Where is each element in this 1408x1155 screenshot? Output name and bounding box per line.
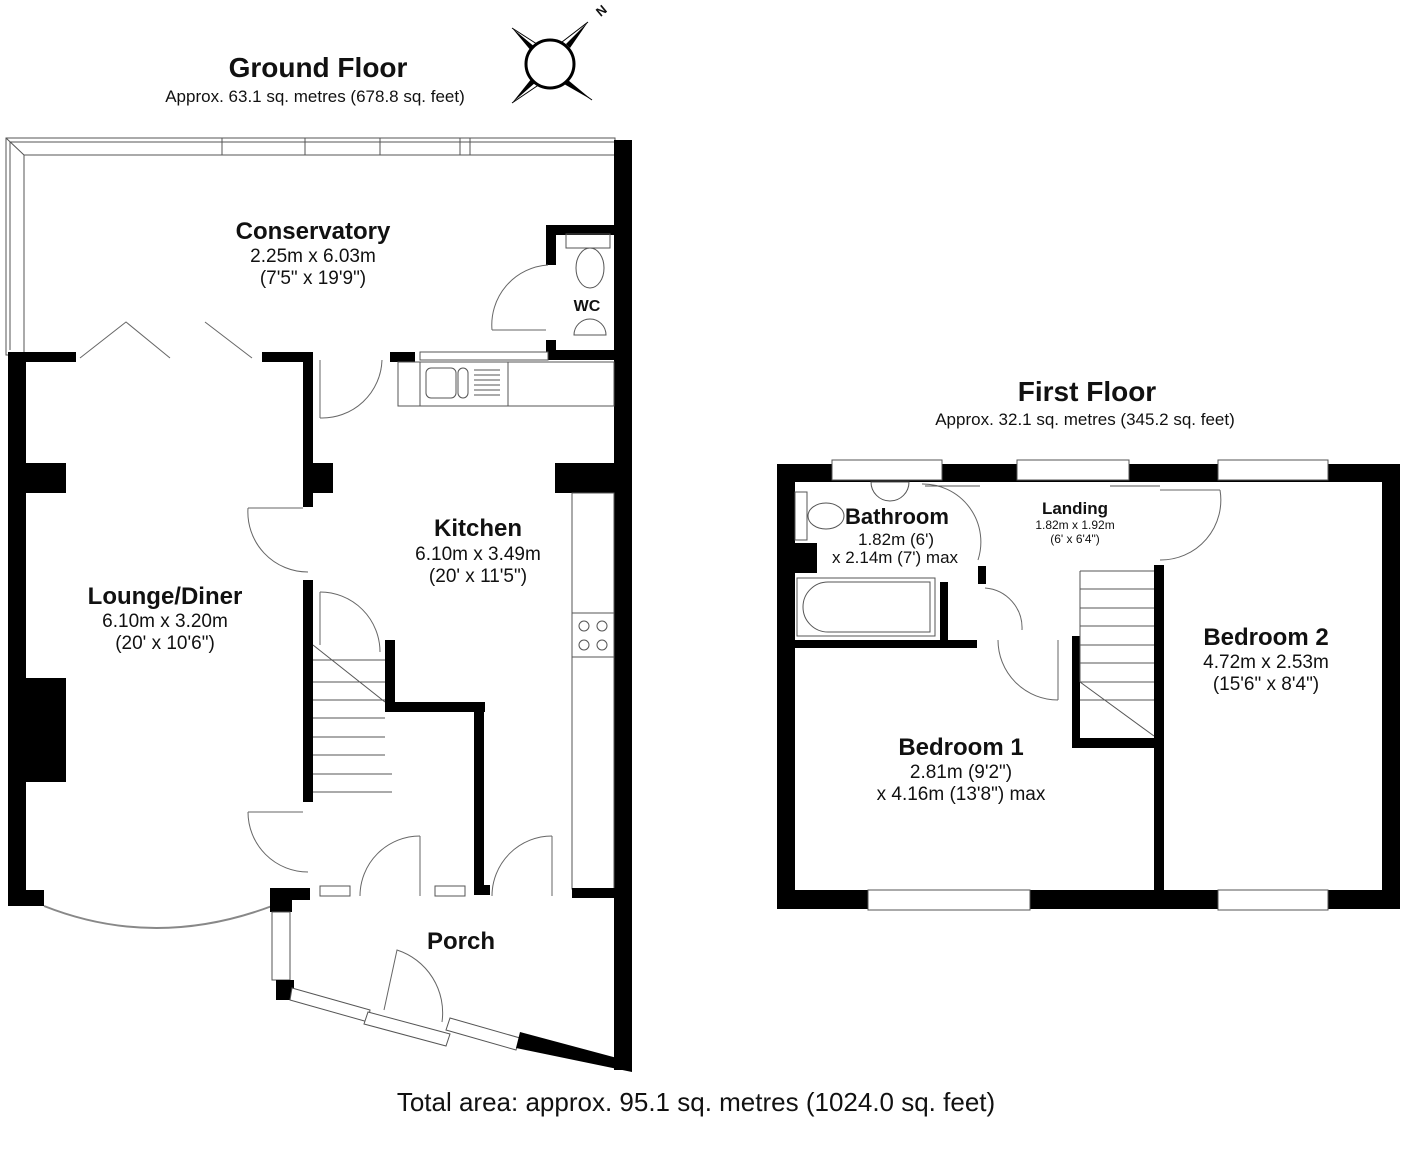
room-name: Kitchen (434, 515, 522, 542)
room-conservatory: Conservatory 2.25m x 6.03m (7'5" x 19'9"… (236, 218, 391, 289)
room-dim-imperial: (20' x 11'5") (429, 566, 527, 587)
room-dim-imperial: (7'5" x 19'9") (260, 268, 366, 289)
room-dim-metric: 2.81m (9'2") (910, 762, 1012, 783)
room-dim-imperial: (15'6" x 8'4") (1213, 674, 1319, 695)
first-floor-area: Approx. 32.1 sq. metres (345.2 sq. feet) (935, 410, 1235, 429)
room-dim-imperial: x 4.16m (13'8") max (877, 784, 1046, 805)
room-wc: WC (574, 298, 601, 315)
room-dim-metric: 4.72m x 2.53m (1203, 652, 1329, 673)
room-kitchen: Kitchen 6.10m x 3.49m (20' x 11'5") (415, 515, 541, 587)
compass-north-icon: N (511, 2, 610, 104)
room-name: Bathroom (845, 504, 949, 529)
room-dim-imperial: x 2.14m (7') max (832, 548, 959, 567)
room-name: Bedroom 1 (898, 734, 1023, 761)
room-name: Landing (1042, 499, 1108, 518)
room-dim-metric: 6.10m x 3.20m (102, 611, 228, 632)
room-landing: Landing 1.82m x 1.92m (6' x 6'4") (1035, 499, 1114, 546)
room-dim-metric: 1.82m x 1.92m (1035, 518, 1114, 532)
first-floor-title: First Floor (1018, 376, 1157, 407)
ground-floor-plan (5, 137, 632, 1072)
room-dim-metric: 2.25m x 6.03m (250, 246, 376, 267)
room-bathroom: Bathroom 1.82m (6') x 2.14m (7') max (832, 504, 959, 567)
first-floor-plan (777, 459, 1400, 911)
room-name: Conservatory (236, 218, 391, 245)
room-name: Porch (427, 928, 495, 955)
total-area: Total area: approx. 95.1 sq. metres (102… (397, 1087, 995, 1117)
conservatory-glazing (5, 137, 616, 356)
room-bedroom-2: Bedroom 2 4.72m x 2.53m (15'6" x 8'4") (1203, 624, 1329, 695)
ground-floor-title: Ground Floor (229, 52, 408, 83)
room-name: Bedroom 2 (1203, 624, 1328, 651)
room-name: WC (574, 298, 601, 315)
room-lounge-diner: Lounge/Diner 6.10m x 3.20m (20' x 10'6") (88, 583, 243, 654)
room-porch: Porch (427, 928, 495, 955)
compass-north-label: N (593, 2, 610, 20)
room-name: Lounge/Diner (88, 583, 243, 610)
room-dim-imperial: (6' x 6'4") (1050, 532, 1100, 546)
room-bedroom-1: Bedroom 1 2.81m (9'2") x 4.16m (13'8") m… (877, 734, 1046, 805)
ground-floor-area: Approx. 63.1 sq. metres (678.8 sq. feet) (165, 87, 465, 106)
room-dim-metric: 1.82m (6') (858, 530, 934, 549)
room-dim-imperial: (20' x 10'6") (115, 633, 215, 654)
room-dim-metric: 6.10m x 3.49m (415, 544, 541, 565)
